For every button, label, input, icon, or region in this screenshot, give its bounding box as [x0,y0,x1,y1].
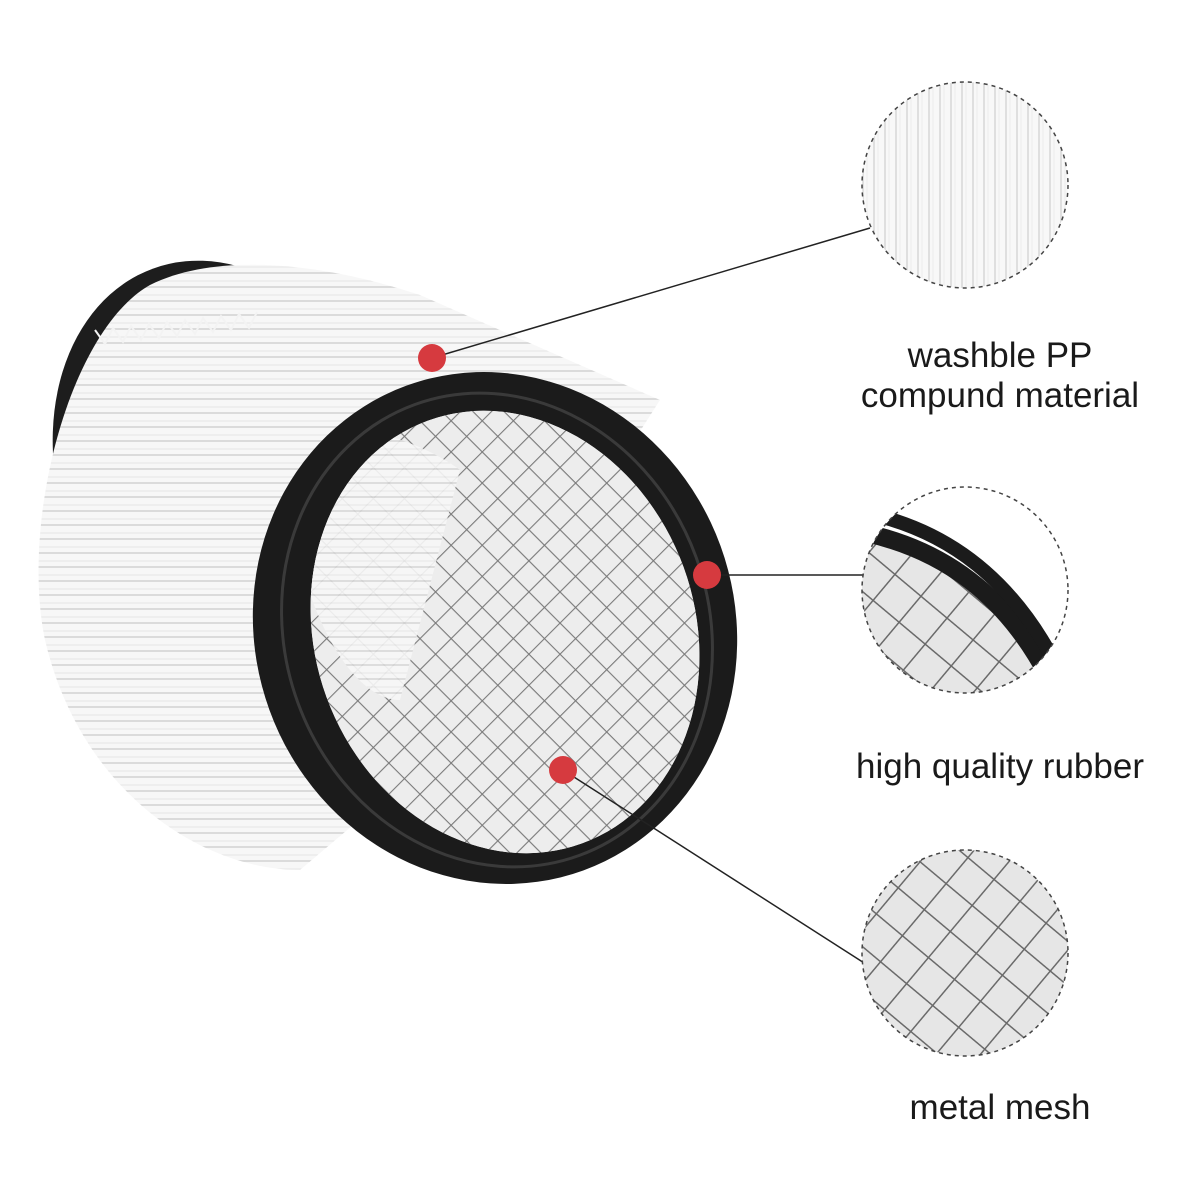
red-dot-icon [549,756,577,784]
callout-lines [431,227,873,969]
pleat-zigzag [94,311,258,346]
detail-pp [861,81,1069,289]
label-pp-line1: washble PP [907,336,1093,375]
red-dot-icon [693,561,721,589]
label-pp-material: washble PP compund material [840,336,1160,416]
label-metal-mesh: metal mesh [909,1088,1091,1127]
detail-rubber [861,486,1069,694]
leader-line-mesh [562,769,873,969]
gasket-groove [280,391,714,869]
red-dot-icon [418,344,446,372]
filter-cartridge [38,260,738,884]
markers [418,344,721,784]
label-rubber: high quality rubber [856,747,1144,786]
leader-line-pp [431,227,871,359]
detail-mesh [861,849,1069,1057]
label-pp-line2: compund material [860,376,1140,415]
